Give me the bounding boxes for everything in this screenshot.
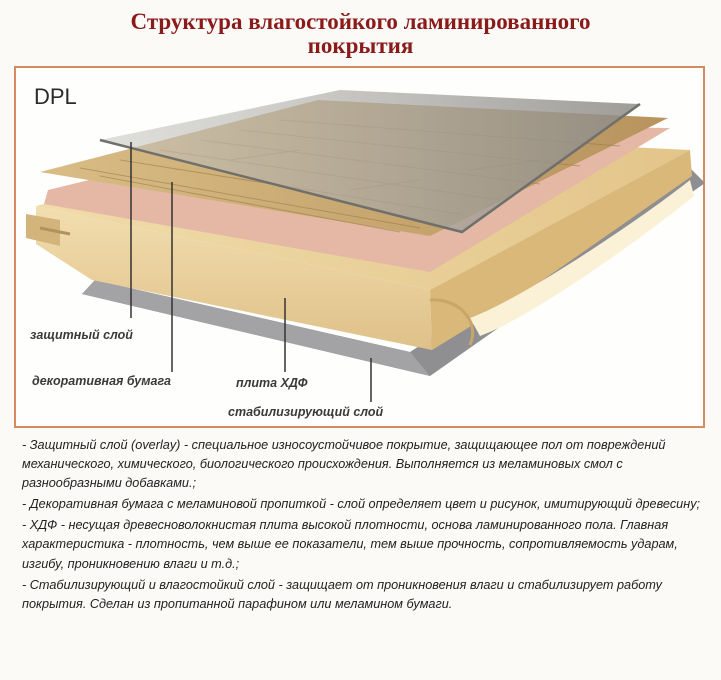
description-item: - Стабилизирующий и влагостойкий слой - … xyxy=(22,577,662,611)
title-line-1: Структура влагостойкого ламинированного xyxy=(130,9,591,34)
dpl-label: DPL xyxy=(34,84,77,109)
label-hdf-board: плита ХДФ xyxy=(236,376,308,390)
title-line-2: покрытия xyxy=(307,33,414,58)
description-item: - Защитный слой (overlay) - специальное … xyxy=(22,438,666,491)
label-stabilizing-layer: стабилизирующий слой xyxy=(228,405,384,419)
leader-lines xyxy=(130,142,372,402)
stabilizing-layer xyxy=(82,168,705,376)
label-decor-paper: декоративная бумага xyxy=(32,374,171,388)
overlay-layer xyxy=(99,90,641,234)
description-item: - Декоративная бумага с меламиновой проп… xyxy=(22,497,701,512)
description-block: - Защитный слой (overlay) - специальное … xyxy=(22,436,706,616)
description-item: - ХДФ - несущая древесноволокнистая плит… xyxy=(22,518,678,571)
page-title: Структура влагостойкого ламинированного … xyxy=(0,10,721,58)
label-protective-layer: защитный слой xyxy=(30,328,133,342)
